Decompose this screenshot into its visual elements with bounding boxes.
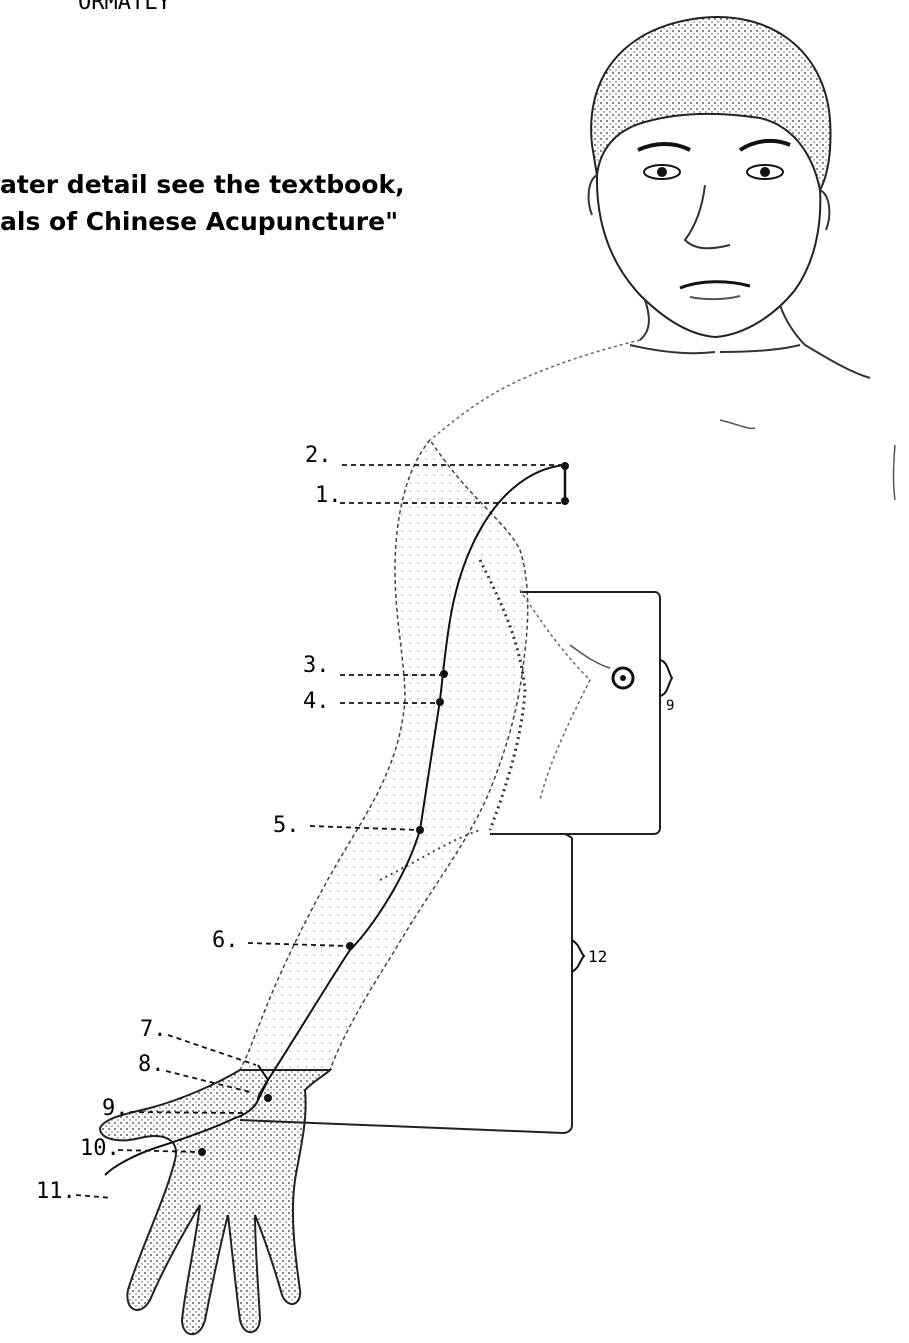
point-label-3: 3. [303, 653, 330, 678]
point-label-8: 8. [138, 1052, 165, 1077]
point-label-1: 1. [315, 483, 342, 508]
point-label-5: 5. [273, 813, 300, 838]
point-label-2: 2. [305, 443, 332, 468]
point-label-10: 10. [80, 1136, 120, 1161]
point-11: 11. [36, 1179, 112, 1204]
point-label-9: 9. [102, 1096, 129, 1121]
head-figure [430, 17, 895, 500]
point-label-7: 7. [140, 1017, 167, 1042]
bracket-label-lower: 12 [588, 947, 607, 966]
point-label-6: 6. [212, 928, 239, 953]
arm-figure [100, 440, 528, 1334]
point-label-4: 4. [303, 689, 330, 714]
point-label-11: 11. [36, 1179, 76, 1204]
bracket-label-upper: 9 [666, 698, 674, 714]
